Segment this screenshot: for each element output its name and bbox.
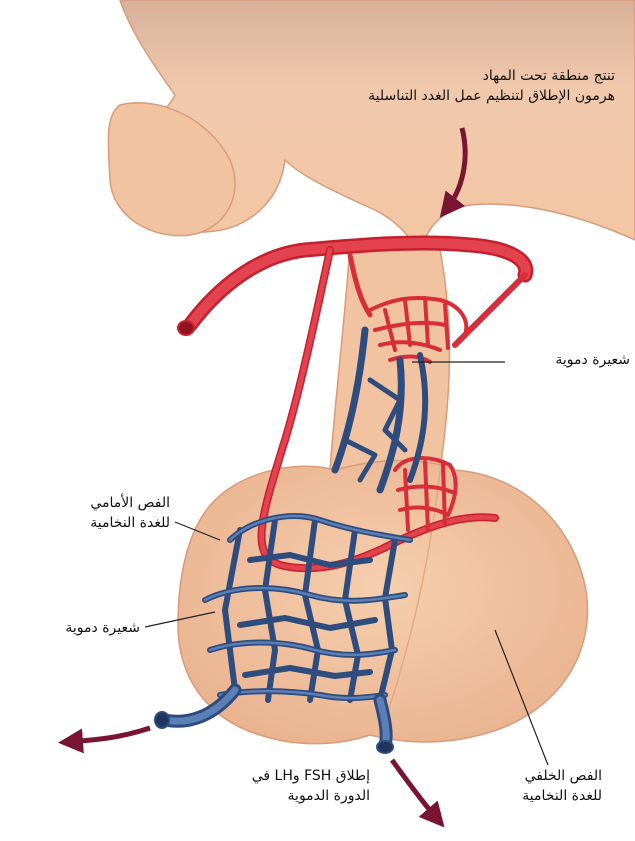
vein-opening-left (155, 712, 169, 728)
anterior-lobe-label-line2: للغدة النخامية (30, 513, 170, 533)
capillary-label-lower-text: شعيرة دموية (5, 618, 140, 638)
release-label: إطلاق FSH وLH في الدورة الدموية (190, 766, 370, 806)
hypothalamus-label: تنتج منطقة تحت المهاد هرمون الإطلاق لتنظ… (200, 66, 615, 106)
release-arrow-left (68, 728, 150, 742)
vein-opening-right (377, 741, 393, 753)
artery-opening (178, 321, 194, 335)
anterior-lobe-label-line1: الفص الأمامي (30, 493, 170, 513)
release-label-line2: الدورة الدموية (190, 786, 370, 806)
release-label-line1: إطلاق FSH وLH في (190, 766, 370, 786)
posterior-lobe-label-line1: الفص الخلفي (470, 766, 602, 786)
capillary-label-lower: شعيرة دموية (5, 618, 140, 638)
hypothalamus-label-line2: هرمون الإطلاق لتنظيم عمل الغدد التناسلية (200, 86, 615, 106)
capillary-label-upper-text: شعيرة دموية (480, 350, 630, 370)
capillary-label-upper: شعيرة دموية (480, 350, 630, 370)
release-arrow-right (392, 760, 438, 820)
anterior-lobe-label: الفص الأمامي للغدة النخامية (30, 493, 170, 533)
hypothalamus-label-line1: تنتج منطقة تحت المهاد (200, 66, 615, 86)
posterior-lobe-label: الفص الخلفي للغدة النخامية (470, 766, 602, 806)
posterior-lobe-label-line2: للغدة النخامية (470, 786, 602, 806)
